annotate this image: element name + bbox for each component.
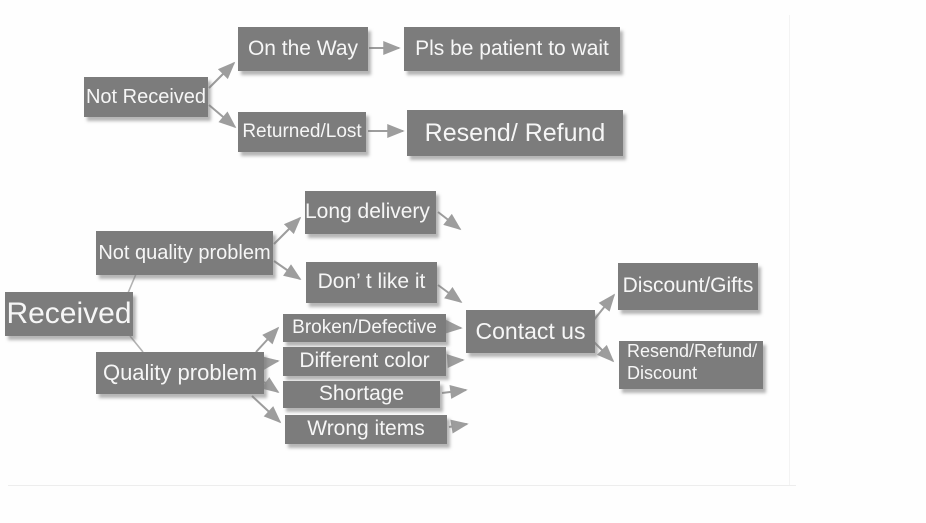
node-quality-problem: Quality problem [96, 352, 264, 394]
node-broken-defective: Broken/Defective [283, 314, 446, 342]
node-different-color: Different color [283, 347, 446, 376]
link-received-notquality [127, 273, 137, 294]
node-resend-refund-discount-line1: Resend/Refund/ [627, 341, 758, 361]
arrow-contact-resendrefunddiscount [591, 339, 615, 363]
node-resend-refund-discount: Resend/Refund/ Discount [619, 341, 763, 389]
arrow-quality-shortage [261, 377, 280, 394]
arrow-dontlike-contact [437, 284, 463, 304]
node-dont-like-it: Don’ t like it [306, 262, 437, 303]
link-received-quality [129, 335, 144, 353]
arrow-quality-broken [255, 326, 280, 353]
arrow-contact-discountgifts [592, 293, 616, 322]
node-pls-be-patient: Pls be patient to wait [404, 27, 620, 71]
arrow-quality-different [261, 356, 280, 371]
page-edge-bottom-line [8, 485, 796, 486]
arrow-notreceived-returnedlost [208, 104, 237, 129]
node-long-delivery: Long delivery [305, 191, 436, 234]
arrow-broken-contact [444, 319, 463, 334]
node-resend-refund-discount-line2: Discount [627, 362, 698, 383]
arrow-notquality-dontlike [273, 260, 302, 280]
arrow-longdelivery-out [437, 211, 462, 231]
arrow-wrong-contact [448, 419, 469, 434]
node-resend-refund: Resend/ Refund [407, 110, 623, 156]
arrow-quality-wrong [251, 395, 282, 424]
node-on-the-way: On the Way [238, 27, 368, 71]
arrow-notquality-longdelivery [273, 216, 302, 245]
arrow-shortage-contact [441, 385, 468, 399]
arrow-different-contact [446, 354, 465, 369]
node-returned-lost: Returned/Lost [238, 112, 366, 152]
arrow-notreceived-ontheway [208, 61, 236, 89]
node-contact-us: Contact us [466, 310, 595, 353]
node-not-received: Not Received [84, 77, 208, 117]
node-discount-gifts: Discount/Gifts [618, 263, 758, 310]
node-shortage: Shortage [283, 381, 440, 408]
node-wrong-items: Wrong items [285, 415, 447, 444]
node-not-quality-problem: Not quality problem [96, 231, 273, 275]
page-edge-right-line [789, 15, 790, 485]
node-received: Received [5, 292, 133, 336]
